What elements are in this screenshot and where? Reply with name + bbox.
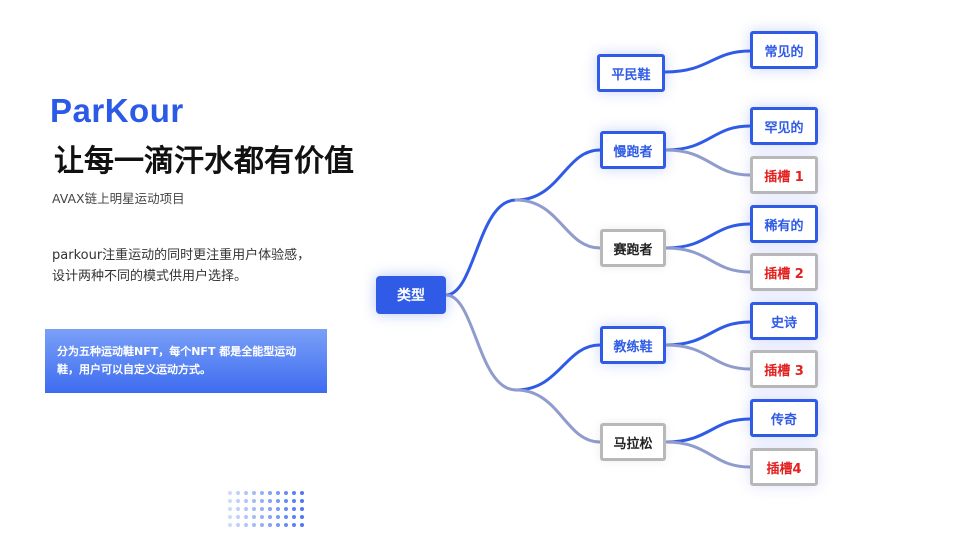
connector-to-racer xyxy=(514,198,602,250)
mindmap-root: 类型 xyxy=(376,276,446,314)
decorative-dot xyxy=(236,523,240,527)
node-slot-4: 插槽4 xyxy=(750,448,818,486)
node-trainer: 教练鞋 xyxy=(600,326,666,364)
decorative-dot xyxy=(300,507,304,511)
decorative-dot xyxy=(276,507,280,511)
decorative-dot xyxy=(252,491,256,495)
decorative-dot xyxy=(300,499,304,503)
decorative-dot xyxy=(300,491,304,495)
node-racer: 赛跑者 xyxy=(600,229,666,267)
connector-root-lower xyxy=(444,293,518,392)
decorative-dot xyxy=(260,491,264,495)
decorative-dot xyxy=(284,515,288,519)
decorative-dot xyxy=(284,499,288,503)
connector-common xyxy=(663,49,752,74)
node-slot-1: 插槽 1 xyxy=(750,156,818,194)
decorative-dot xyxy=(236,491,240,495)
decorative-dot xyxy=(276,491,280,495)
node-slot-2: 插槽 2 xyxy=(750,253,818,291)
decorative-dot xyxy=(260,515,264,519)
node-rare: 稀有的 xyxy=(750,205,818,243)
decorative-dot xyxy=(244,515,248,519)
connector-to-trainer xyxy=(514,343,602,392)
decorative-dot xyxy=(228,515,232,519)
connector-rare xyxy=(664,222,752,250)
decorative-dot xyxy=(276,523,280,527)
decorative-dot xyxy=(236,515,240,519)
decorative-dot xyxy=(268,515,272,519)
connector-slot1 xyxy=(664,148,752,177)
decorative-dot xyxy=(252,523,256,527)
connector-slot2 xyxy=(664,246,752,274)
connector-to-marathon xyxy=(514,388,602,444)
connector-slot4 xyxy=(664,440,752,469)
decorative-dot xyxy=(236,499,240,503)
node-marathon: 马拉松 xyxy=(600,423,666,461)
node-jogger: 慢跑者 xyxy=(600,131,666,169)
decorative-dot xyxy=(292,491,296,495)
decorative-dot xyxy=(244,499,248,503)
decorative-dot xyxy=(268,499,272,503)
node-common: 常见的 xyxy=(750,31,818,69)
node-uncommon: 罕见的 xyxy=(750,107,818,145)
node-slot-3: 插槽 3 xyxy=(750,350,818,388)
decorative-dot xyxy=(276,515,280,519)
subtitle: AVAX链上明星运动项目 xyxy=(52,191,185,206)
decorative-dot xyxy=(252,499,256,503)
decorative-dot xyxy=(284,523,288,527)
decorative-dot xyxy=(284,507,288,511)
decorative-dot xyxy=(244,523,248,527)
decorative-dot xyxy=(276,499,280,503)
decorative-dot xyxy=(268,523,272,527)
decorative-dot xyxy=(244,507,248,511)
decorative-dot xyxy=(284,491,288,495)
connector-uncommon xyxy=(664,124,752,152)
decorative-dot xyxy=(228,491,232,495)
decorative-dot xyxy=(228,523,232,527)
decorative-dot xyxy=(292,507,296,511)
decorative-dot xyxy=(252,507,256,511)
decorative-dot xyxy=(260,499,264,503)
connector-to-jogger xyxy=(514,148,602,202)
decorative-dot xyxy=(292,499,296,503)
decorative-dot xyxy=(260,507,264,511)
connector-legendary xyxy=(664,417,752,444)
brand-title: ParKour xyxy=(50,92,184,129)
connector-epic xyxy=(664,320,752,347)
node-epic: 史诗 xyxy=(750,302,818,340)
connector-slot3 xyxy=(664,343,752,371)
description: parkour注重运动的同时更注重用户体验感，设计两种不同的模式供用户选择。 xyxy=(52,248,311,284)
decorative-dot-grid xyxy=(228,491,308,535)
decorative-dot xyxy=(236,507,240,511)
connector-root-upper xyxy=(444,198,518,297)
decorative-dot xyxy=(268,507,272,511)
decorative-dot xyxy=(268,491,272,495)
node-legendary: 传奇 xyxy=(750,399,818,437)
decorative-dot xyxy=(300,523,304,527)
decorative-dot xyxy=(244,491,248,495)
decorative-dot xyxy=(300,515,304,519)
headline: 让每一滴汗水都有价值 xyxy=(54,144,354,179)
decorative-dot xyxy=(228,507,232,511)
decorative-dot xyxy=(228,499,232,503)
decorative-dot xyxy=(252,515,256,519)
decorative-dot xyxy=(260,523,264,527)
decorative-dot xyxy=(292,515,296,519)
node-civilian-shoe: 平民鞋 xyxy=(597,54,665,92)
decorative-dot xyxy=(292,523,296,527)
note-banner: 分为五种运动鞋NFT，每个NFT 都是全能型运动鞋，用户可以自定义运动方式。 xyxy=(45,329,327,393)
